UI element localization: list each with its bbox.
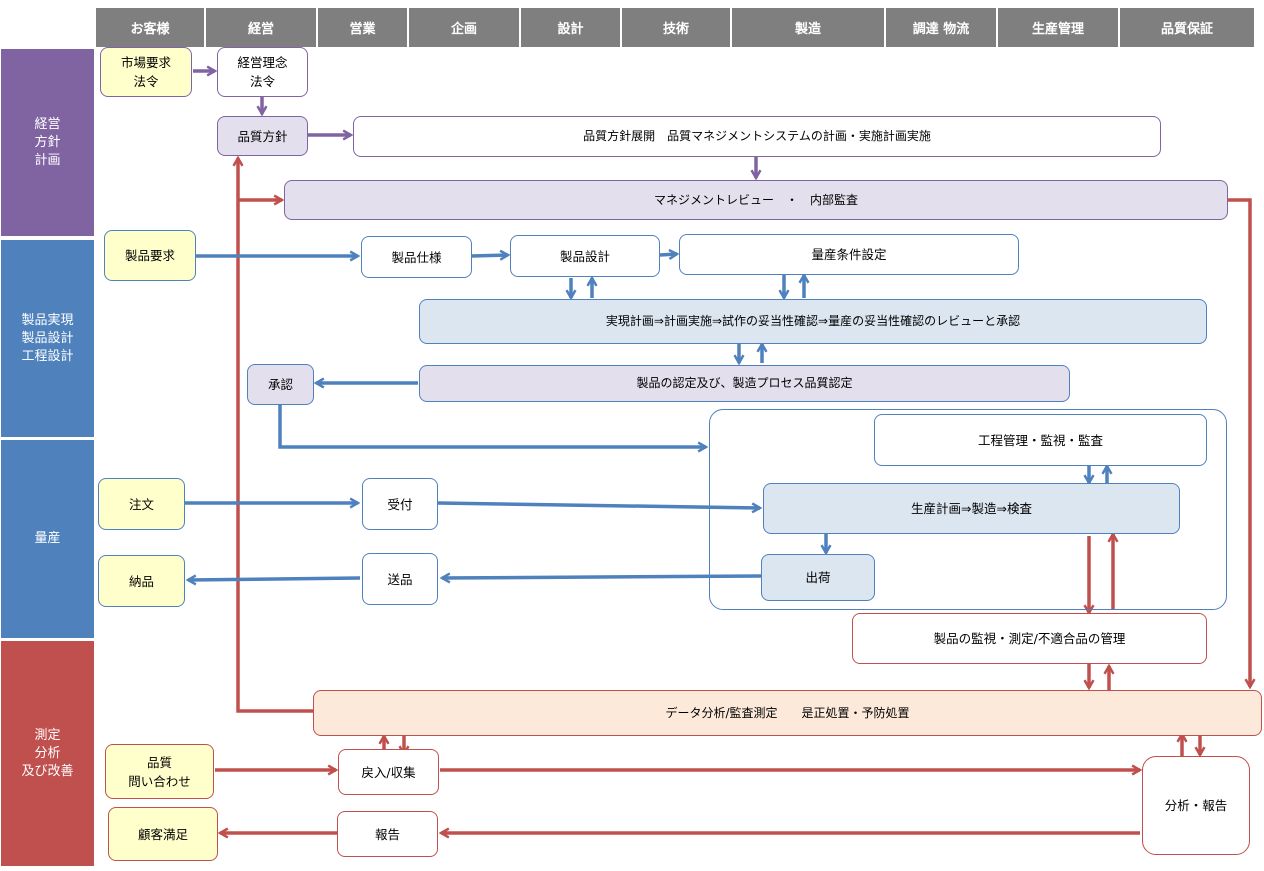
node-analysis-report[interactable]: 分析・報告 bbox=[1142, 756, 1250, 855]
arrow-approval-to-production bbox=[278, 405, 706, 447]
node-market-requirements[interactable]: 市場要求 法令 bbox=[100, 47, 192, 97]
column-header-planning: 企画 bbox=[409, 8, 519, 47]
node-product-design[interactable]: 製品設計 bbox=[510, 235, 660, 277]
node-data-analysis[interactable]: データ分析/監査測定 是正処置・予防処置 bbox=[313, 690, 1262, 736]
node-shipping-dispatch[interactable]: 送品 bbox=[362, 553, 438, 605]
column-header-design: 設計 bbox=[521, 8, 620, 47]
node-quality-policy[interactable]: 品質方針 bbox=[217, 116, 308, 156]
node-approval[interactable]: 承認 bbox=[247, 364, 314, 405]
node-shipment[interactable]: 出荷 bbox=[761, 554, 875, 601]
node-product-monitoring[interactable]: 製品の監視・測定/不適合品の管理 bbox=[852, 613, 1207, 664]
node-quality-inquiry[interactable]: 品質 問い合わせ bbox=[105, 744, 214, 799]
column-header-customer: お客様 bbox=[96, 8, 204, 47]
node-production[interactable]: 生産計画⇒製造⇒検査 bbox=[763, 483, 1180, 534]
lane-management-policy: 経営 方針 計画 bbox=[1, 49, 94, 236]
node-returns-collection[interactable]: 戻入/収集 bbox=[338, 749, 439, 795]
node-product-spec[interactable]: 製品仕様 bbox=[361, 236, 472, 278]
node-order[interactable]: 注文 bbox=[98, 478, 185, 530]
node-delivery[interactable]: 納品 bbox=[98, 555, 185, 607]
node-qms-planning[interactable]: 品質方針展開 品質マネジメントシステムの計画・実施計画実施 bbox=[353, 116, 1161, 157]
lane-measurement-improvement: 測定 分析 及び改善 bbox=[1, 641, 94, 866]
column-header-management: 経営 bbox=[206, 8, 316, 47]
column-header-production-control: 生産管理 bbox=[998, 8, 1118, 47]
column-header-manufacturing: 製造 bbox=[732, 8, 884, 47]
arrow-spec-to-design bbox=[471, 255, 508, 256]
node-product-certification[interactable]: 製品の認定及び、製造プロセス品質認定 bbox=[419, 365, 1070, 402]
arrow-design-to-conditions bbox=[659, 254, 677, 255]
node-realization-plan[interactable]: 実現計画⇒計画実施⇒試作の妥当性確認⇒量産の妥当性確認のレビューと承認 bbox=[419, 299, 1207, 344]
node-product-requirements[interactable]: 製品要求 bbox=[104, 230, 196, 281]
column-header-sales: 営業 bbox=[318, 8, 407, 47]
column-header-engineering: 技術 bbox=[622, 8, 730, 47]
node-mass-production-conditions[interactable]: 量産条件設定 bbox=[679, 234, 1019, 275]
node-management-philosophy[interactable]: 経営理念 法令 bbox=[217, 47, 308, 97]
node-process-control[interactable]: 工程管理・監視・監査 bbox=[874, 414, 1207, 466]
mass-production-group bbox=[709, 409, 1227, 610]
column-header-procurement-logistics: 調達 物流 bbox=[886, 8, 996, 47]
node-customer-satisfaction[interactable]: 顧客満足 bbox=[108, 807, 218, 861]
column-header-quality-assurance: 品質保証 bbox=[1120, 8, 1254, 47]
arrow-dispatch-to-delivery bbox=[188, 578, 361, 580]
arrow-review-to-analysis bbox=[1228, 198, 1250, 687]
node-management-review[interactable]: マネジメントレビュー ・ 内部監査 bbox=[284, 180, 1228, 220]
node-report[interactable]: 報告 bbox=[337, 811, 438, 857]
lane-mass-production: 量産 bbox=[1, 440, 94, 638]
arrow-analysis-to-policy bbox=[238, 158, 313, 713]
lane-product-realization: 製品実現 製品設計 工程設計 bbox=[1, 240, 94, 437]
node-order-receipt[interactable]: 受付 bbox=[362, 478, 438, 530]
